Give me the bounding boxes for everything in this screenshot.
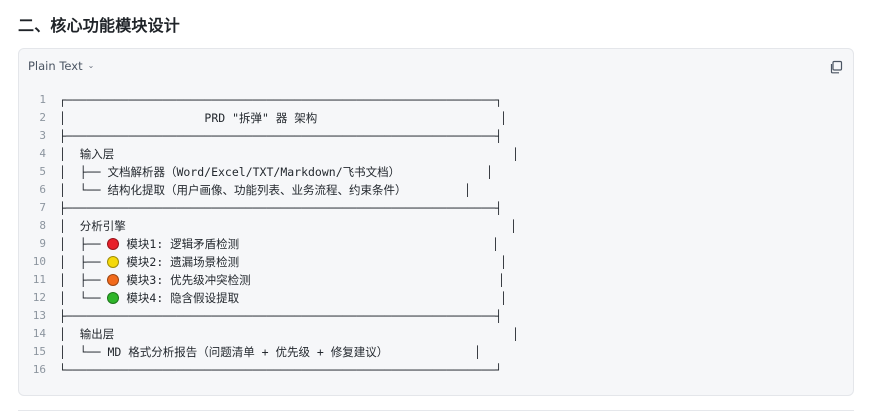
code-block-header: Plain Text ⌄ xyxy=(19,49,853,85)
chevron-down-icon: ⌄ xyxy=(87,60,95,70)
code-segment: │ 输入层 xyxy=(59,147,115,161)
line-number: 11 xyxy=(32,273,46,286)
code-text: │ 输出层 xyxy=(59,325,114,343)
language-label: Plain Text xyxy=(28,59,83,73)
code-line: 16 └─────────────────────────────────────… xyxy=(19,361,853,379)
code-segment: ├───────────────────────────────────────… xyxy=(59,309,503,323)
line-number: 1 xyxy=(39,93,46,106)
box-border-right: │ xyxy=(510,219,517,233)
code-line: 14 │ 输出层 │ xyxy=(19,325,853,343)
code-line: 4 │ 输入层 │ xyxy=(19,145,853,163)
code-segment: │ └── MD 格式分析报告（问题清单 + 优先级 + 修复建议） xyxy=(59,345,389,359)
code-text: │ ├── 文档解析器（Word/Excel/TXT/Markdown/飞书文档… xyxy=(59,163,400,181)
code-text: │ PRD "拆弹" 器 架构 xyxy=(59,109,317,127)
code-text: ├───────────────────────────────────────… xyxy=(59,127,502,145)
box-border-right: │ xyxy=(464,183,471,197)
code-segment: │ PRD "拆弹" 器 架构 xyxy=(59,111,318,125)
code-line: 3 ├──────────────────────────────────────… xyxy=(19,127,853,145)
code-content: 1 ┌──────────────────────────────────────… xyxy=(19,91,853,379)
code-text: ├───────────────────────────────────────… xyxy=(59,307,502,325)
box-border-right: │ xyxy=(500,291,507,305)
code-line: 12 │ └── 模块4: 隐含假设提取 │ xyxy=(19,289,853,307)
line-number: 3 xyxy=(39,129,46,142)
code-segment: ├───────────────────────────────────────… xyxy=(59,201,503,215)
box-border-right: │ xyxy=(498,273,505,287)
code-segment: │ └── 结构化提取（用户画像、功能列表、业务流程、约束条件） xyxy=(59,183,407,197)
line-number: 13 xyxy=(32,309,46,322)
code-text: ├───────────────────────────────────────… xyxy=(59,199,502,217)
divider xyxy=(18,410,854,411)
line-number: 6 xyxy=(39,183,46,196)
code-line: 2 │ PRD "拆弹" 器 架构 │ xyxy=(19,109,853,127)
module-label: 模块1: 逻辑矛盾检测 xyxy=(119,237,240,251)
code-text: │ └── 模块4: 隐含假设提取 xyxy=(59,289,239,307)
line-number: 14 xyxy=(32,327,46,340)
code-segment: ├───────────────────────────────────────… xyxy=(59,129,503,143)
code-line: 5 │ ├── 文档解析器（Word/Excel/TXT/Markdown/飞书文… xyxy=(19,163,853,181)
line-number: 15 xyxy=(32,345,46,358)
code-line: 11 │ ├── 模块3: 优先级冲突检测 │ xyxy=(19,271,853,289)
code-text: └───────────────────────────────────────… xyxy=(59,361,502,379)
code-segment: │ ├── xyxy=(59,237,108,251)
code-text: │ └── 结构化提取（用户画像、功能列表、业务流程、约束条件） xyxy=(59,181,406,199)
module-label: 模块4: 隐含假设提取 xyxy=(119,291,240,305)
code-line: 10 │ ├── 模块2: 遗漏场景检测 │ xyxy=(19,253,853,271)
copy-icon xyxy=(830,60,843,74)
code-text: │ 分析引擎 xyxy=(59,217,126,235)
code-line: 7 ├──────────────────────────────────────… xyxy=(19,199,853,217)
code-segment: ┌───────────────────────────────────────… xyxy=(59,93,503,107)
code-line: 9 │ ├── 模块1: 逻辑矛盾检测 │ xyxy=(19,235,853,253)
box-border-right: │ xyxy=(500,255,507,269)
code-line: 13 ├─────────────────────────────────────… xyxy=(19,307,853,325)
code-text: ┌───────────────────────────────────────… xyxy=(59,91,502,109)
language-select[interactable]: Plain Text ⌄ xyxy=(28,59,94,73)
code-block: Plain Text ⌄ 1 ┌─────────────────────────… xyxy=(18,48,854,396)
yellow-circle-icon xyxy=(107,256,120,268)
code-segment: │ 分析引擎 xyxy=(59,219,126,233)
line-number: 16 xyxy=(32,363,46,376)
box-border-right: │ xyxy=(500,111,507,125)
module-label: 模块2: 遗漏场景检测 xyxy=(119,255,240,269)
code-line: 6 │ └── 结构化提取（用户画像、功能列表、业务流程、约束条件） │ xyxy=(19,181,853,199)
code-line: 15 │ └── MD 格式分析报告（问题清单 + 优先级 + 修复建议） │ xyxy=(19,343,853,361)
code-segment: │ ├── 文档解析器（Word/Excel/TXT/Markdown/飞书文档… xyxy=(59,165,401,179)
line-number: 12 xyxy=(32,291,46,304)
green-circle-icon xyxy=(107,292,120,304)
box-border-right: │ xyxy=(512,327,519,341)
box-border-right: │ xyxy=(512,147,519,161)
orange-circle-icon xyxy=(107,274,120,286)
line-number: 7 xyxy=(39,201,46,214)
code-text: │ ├── 模块2: 遗漏场景检测 xyxy=(59,253,239,271)
line-number: 9 xyxy=(39,237,46,250)
red-circle-icon xyxy=(107,238,120,250)
code-segment: │ └── xyxy=(59,291,108,305)
code-segment: │ 输出层 xyxy=(59,327,115,341)
code-line: 1 ┌──────────────────────────────────────… xyxy=(19,91,853,109)
code-line: 8 │ 分析引擎 │ xyxy=(19,217,853,235)
section-heading: 二、核心功能模块设计 xyxy=(18,16,181,35)
box-border-right: │ xyxy=(474,345,481,359)
line-number: 5 xyxy=(39,165,46,178)
box-border-right: │ xyxy=(486,165,493,179)
line-number: 2 xyxy=(39,111,46,124)
line-number: 8 xyxy=(39,219,46,232)
copy-button[interactable] xyxy=(829,59,843,74)
code-text: │ └── MD 格式分析报告（问题清单 + 优先级 + 修复建议） xyxy=(59,343,388,361)
code-segment: │ ├── xyxy=(59,255,108,269)
module-label: 模块3: 优先级冲突检测 xyxy=(119,273,251,287)
box-border-right: │ xyxy=(492,237,499,251)
line-number: 4 xyxy=(39,147,46,160)
code-segment: │ ├── xyxy=(59,273,108,287)
code-segment: └───────────────────────────────────────… xyxy=(59,363,503,377)
code-text: │ 输入层 xyxy=(59,145,114,163)
code-text: │ ├── 模块3: 优先级冲突检测 xyxy=(59,271,251,289)
code-text: │ ├── 模块1: 逻辑矛盾检测 xyxy=(59,235,239,253)
line-number: 10 xyxy=(32,255,46,268)
